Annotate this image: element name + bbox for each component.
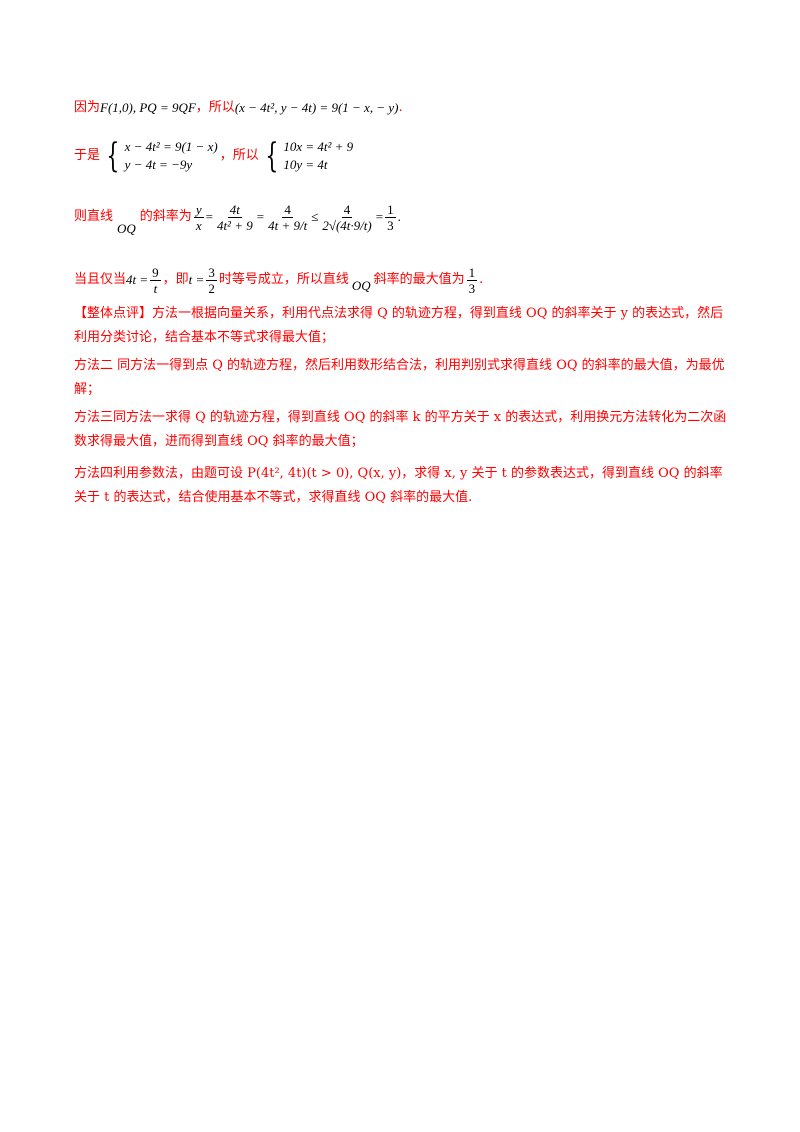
text-max-slope: 斜率的最大值为 [373, 272, 465, 287]
label-oq-2: OQ [351, 278, 371, 293]
system-1: { x − 4t² = 9(1 − x) y − 4t = −9y [102, 136, 218, 176]
text-thus: 于是 [74, 148, 101, 163]
text-period: . [398, 100, 403, 115]
paragraph-method-3: 方法三同方法一求得 Q 的轨迹方程，得到直线 OQ 的斜率 k 的平方关于 x … [74, 410, 727, 449]
text-so: ，所以 [195, 100, 235, 115]
frac-3: 4 2√(4t·9/t) [322, 201, 372, 233]
brace-icon: { [106, 136, 120, 176]
frac-3-over-2: 3 2 [206, 264, 217, 296]
frac-one-third-2: 1 3 [466, 264, 478, 296]
text-equality-holds: 时等号成立，所以直线 [218, 272, 349, 287]
text-iff: 当且仅当 [74, 272, 127, 287]
text-ie: ，即 [162, 272, 189, 287]
frac-y-over-x: y x [193, 201, 204, 233]
formula-vector-eq: (x − 4t², y − 4t) = 9(1 − x, − y) [234, 100, 399, 115]
line-vector-relation: 因为 F(1,0), PQ = 9QF ，所以 (x − 4t², y − 4t… [74, 98, 730, 118]
frac-2: 4 4t + 9/t [268, 201, 308, 233]
line-equality: 当且仅当 4t = 9 t ，即 t = 3 2 时等号成立，所以直线 OQ 斜… [74, 264, 484, 296]
line-system: 于是 { x − 4t² = 9(1 − x) y − 4t = −9y ，所以… [74, 138, 730, 174]
frac-9-over-t: 9 t [150, 264, 161, 296]
text-line-oq: 则直线 [74, 209, 114, 224]
formula-f-pq: F(1,0), PQ = 9QF [100, 100, 196, 115]
frac-one-third: 1 3 [385, 201, 396, 233]
paragraph-method-1: 【整体点评】方法一根据向量关系，利用代点法求得 Q 的轨迹方程，得到直线 OQ … [74, 306, 724, 345]
brace-icon: { [265, 136, 279, 176]
system-2: { 10x = 4t² + 9 10y = 4t [261, 138, 353, 174]
system-2-row-2: 10y = 4t [283, 157, 328, 172]
text-so-2: ，所以 [219, 148, 259, 163]
frac-1: 4t 4t² + 9 [216, 201, 253, 233]
system-1-row-2: y − 4t = −9y [124, 157, 193, 172]
text-slope-is: 的斜率为 [139, 209, 192, 224]
text-because: 因为 [74, 100, 101, 115]
paragraph-method-2: 方法二 同方法一得到点 Q 的轨迹方程，然后利用数形结合法，利用判别式求得直线 … [74, 358, 725, 397]
line-slope: 则直线 OQ 的斜率为 y x = 4t 4t² + 9 = 4 4t + 9/… [74, 192, 730, 242]
system-2-row-1: 10x = 4t² + 9 [283, 139, 354, 154]
label-oq: OQ [117, 221, 136, 236]
system-1-row-1: x − 4t² = 9(1 − x) [124, 139, 218, 154]
paragraph-method-4: 方法四利用参数法，由题可设 P(4t², 4t)(t > 0), Q(x, y)… [74, 466, 723, 505]
